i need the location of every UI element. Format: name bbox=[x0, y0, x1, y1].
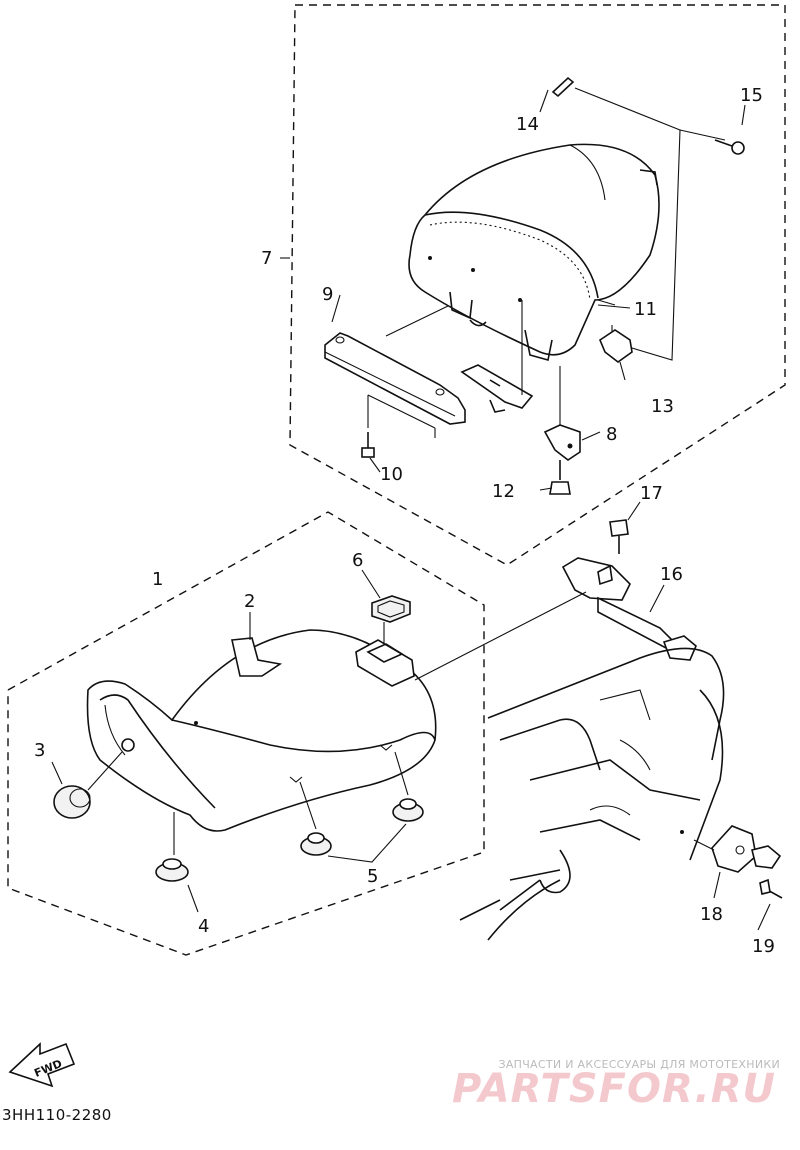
part-label-3: 3 bbox=[34, 740, 45, 761]
part-label-11: 11 bbox=[634, 299, 657, 320]
part-label-6: 6 bbox=[352, 550, 363, 571]
part-label-15: 15 bbox=[740, 85, 763, 106]
watermark-caption: ЗАПЧАСТИ И АКСЕССУАРЫ ДЛЯ МОТОТЕХНИКИ bbox=[498, 1058, 780, 1071]
part-label-9: 9 bbox=[322, 284, 333, 305]
watermark-logo: PARTSFOR.RU bbox=[451, 1066, 776, 1112]
bracket-8 bbox=[543, 366, 581, 461]
grommets-5 bbox=[299, 751, 424, 863]
fwd-arrow: FWD bbox=[8, 1042, 76, 1088]
bolt-12 bbox=[549, 460, 571, 495]
base-plate bbox=[324, 332, 466, 438]
part-label-1: 1 bbox=[152, 569, 163, 590]
part-label-7: 7 bbox=[261, 248, 272, 269]
seat-latch bbox=[355, 622, 415, 687]
part-label-13: 13 bbox=[651, 396, 674, 417]
knob-3 bbox=[51, 751, 123, 819]
damper-6 bbox=[361, 569, 411, 623]
diagram-code: 3HH110-2280 bbox=[2, 1106, 112, 1124]
part-label-4: 4 bbox=[198, 916, 209, 937]
leader-lines-upper bbox=[331, 87, 746, 491]
group-box-7 bbox=[289, 4, 786, 566]
part-label-10: 10 bbox=[380, 464, 403, 485]
part-label-16: 16 bbox=[660, 564, 683, 585]
passenger-seat bbox=[408, 143, 660, 362]
part-label-17: 17 bbox=[640, 483, 663, 504]
part-label-8: 8 bbox=[606, 424, 617, 445]
bolt-17 bbox=[609, 501, 641, 554]
part-label-14: 14 bbox=[516, 114, 539, 135]
screw-19 bbox=[757, 878, 783, 931]
frame-outline bbox=[459, 647, 725, 941]
seat-bracket bbox=[460, 364, 534, 413]
helmet-holder-18 bbox=[693, 825, 782, 899]
rider-seat bbox=[86, 629, 437, 832]
bracket-13 bbox=[599, 325, 633, 363]
grommet-4 bbox=[155, 812, 199, 913]
part-label-19: 19 bbox=[752, 936, 775, 957]
part-label-12: 12 bbox=[492, 481, 515, 502]
pin-14 bbox=[551, 76, 575, 98]
part-label-18: 18 bbox=[700, 904, 723, 925]
screw-10 bbox=[361, 432, 375, 458]
bolt-15 bbox=[714, 139, 745, 155]
part-label-2: 2 bbox=[244, 591, 255, 612]
group-box-1 bbox=[7, 511, 485, 956]
part-label-5: 5 bbox=[367, 866, 378, 887]
seat-tab-2 bbox=[231, 612, 283, 677]
